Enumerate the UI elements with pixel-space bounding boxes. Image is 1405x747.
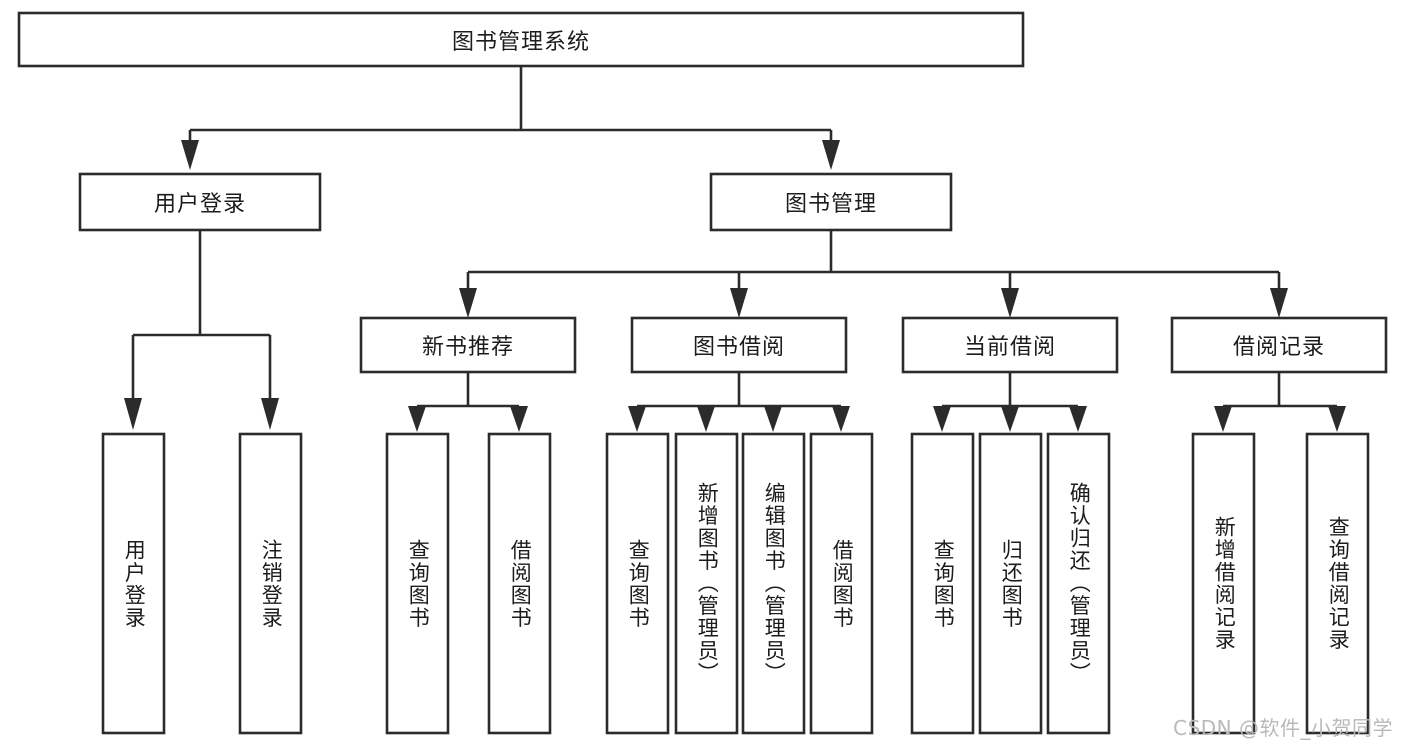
leaf-box-currentborrow-confirm[interactable]	[1046, 432, 1111, 735]
node-book-borrow[interactable]	[630, 316, 848, 374]
arrow-borrowrecord-leaf-1	[1214, 406, 1232, 432]
node-root-box	[17, 11, 1025, 68]
arrow-newbook-leaf-2	[510, 406, 528, 432]
arrow-user-leaf-1	[124, 398, 142, 430]
node-user-login[interactable]	[78, 172, 322, 232]
arrow-book-to-borrow	[730, 288, 748, 318]
node-book-manage[interactable]	[709, 172, 953, 232]
arrow-book-to-record	[1270, 288, 1288, 318]
leaf-box-bookborrow-query[interactable]	[605, 432, 670, 735]
node-borrow-record-box	[1170, 316, 1388, 374]
node-book-manage-box	[709, 172, 953, 232]
arrow-currentborrow-leaf-3	[1069, 406, 1087, 432]
node-current-borrow[interactable]	[901, 316, 1119, 374]
watermark-text: CSDN @软件_小贺同学	[1173, 716, 1393, 740]
node-current-borrow-box	[901, 316, 1119, 374]
arrow-currentborrow-leaf-1	[933, 406, 951, 432]
arrow-book-to-new	[459, 288, 477, 318]
leaf-box-user-logout[interactable]	[238, 432, 303, 735]
leaf-box-record-add[interactable]	[1191, 432, 1256, 735]
leaf-box-currentborrow-query[interactable]	[910, 432, 975, 735]
arrow-bookborrow-leaf-1	[628, 406, 646, 432]
arrow-newbook-leaf-1	[408, 406, 426, 432]
node-book-borrow-box	[630, 316, 848, 374]
arrow-book-to-current	[1001, 288, 1019, 318]
node-new-book-box	[359, 316, 577, 374]
leaf-box-currentborrow-return[interactable]	[978, 432, 1043, 735]
arrow-borrowrecord-leaf-2	[1328, 406, 1346, 432]
arrow-bookborrow-leaf-4	[832, 406, 850, 432]
arrow-bookborrow-leaf-3	[764, 406, 782, 432]
leaf-box-user-login[interactable]	[101, 432, 166, 735]
leaf-box-bookborrow-borrow[interactable]	[809, 432, 874, 735]
node-new-book[interactable]	[359, 316, 577, 374]
arrow-root-to-user	[181, 140, 199, 170]
node-root[interactable]	[17, 11, 1025, 68]
node-user-login-box	[78, 172, 322, 232]
leaf-box-record-query[interactable]	[1305, 432, 1370, 735]
arrow-root-to-book	[822, 140, 840, 170]
arrow-currentborrow-leaf-2	[1001, 406, 1019, 432]
arrow-bookborrow-leaf-2	[697, 406, 715, 432]
leaf-box-newbook-borrow[interactable]	[487, 432, 552, 735]
leaf-box-bookborrow-edit[interactable]	[741, 432, 806, 735]
arrow-user-leaf-2	[261, 398, 279, 430]
leaf-box-newbook-query[interactable]	[385, 432, 450, 735]
leaf-box-bookborrow-add[interactable]	[674, 432, 739, 735]
node-borrow-record[interactable]	[1170, 316, 1388, 374]
